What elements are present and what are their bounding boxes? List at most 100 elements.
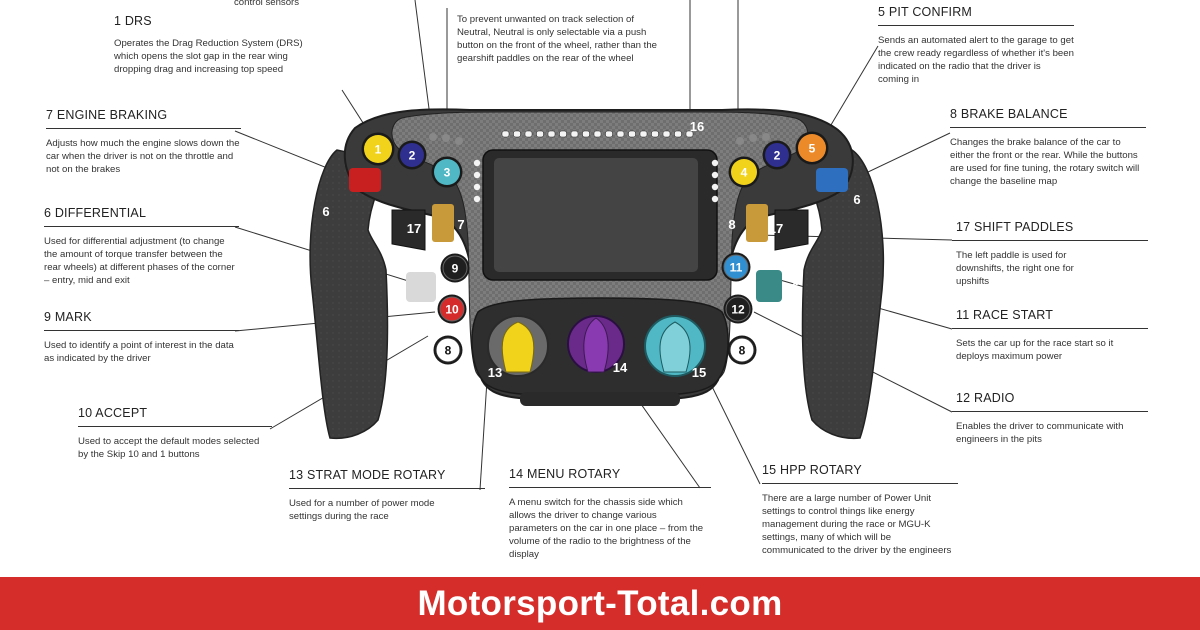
race-start-rotary[interactable] [756, 270, 782, 302]
led-light [570, 130, 579, 138]
engine-braking-desc: Adjusts how much the engine slows down t… [46, 138, 240, 175]
accept-button-label: 10 [445, 303, 459, 317]
button-4[interactable]: 4 [728, 156, 760, 188]
led-light [662, 130, 671, 138]
led-light [582, 130, 590, 138]
led-light [628, 130, 636, 138]
brake-balance-desc: Changes the brake balance of the car to … [950, 137, 1140, 187]
brake-balance-title: 8 BRAKE BALANCE [950, 107, 1068, 121]
rotary-8-label: 8 [728, 217, 735, 232]
annotation-engine-braking: 7 ENGINE BRAKING Adjusts how much the en… [46, 108, 241, 176]
hpp-rotary-rule [762, 483, 958, 484]
annotation-race-start: 11 RACE START Sets the car up for the ra… [952, 308, 1148, 363]
annotation-radio: 12 RADIO Enables the driver to communica… [952, 391, 1148, 446]
button-2-right[interactable]: 2 [762, 140, 792, 170]
button-4-label: 4 [741, 166, 748, 180]
menu-rotary[interactable] [567, 315, 625, 373]
strat-mode-desc: Used for a number of power mode settings… [289, 498, 435, 522]
brand-footer: Motorsport-Total.com [0, 577, 1200, 630]
differential-title: 6 DIFFERENTIAL [44, 206, 147, 220]
annotation-brake-balance: 8 BRAKE BALANCE Changes the brake balanc… [950, 107, 1146, 188]
strat-mode-title: 13 STRAT MODE ROTARY [289, 468, 446, 482]
diff-left-label: 6 [392, 276, 399, 291]
pit-confirm-button-label: 5 [809, 142, 816, 156]
rotary-15-label: 15 [692, 365, 706, 380]
annotation-strat-mode: 13 STRAT MODE ROTARY Used for a number o… [289, 468, 485, 523]
drs-title: 1 DRS [114, 14, 152, 28]
accept-button[interactable]: 10 [437, 294, 467, 324]
annotation-mark: 9 MARK Used to identify a point of inter… [44, 310, 239, 365]
differential-desc: Used for differential adjustment (to cha… [44, 236, 235, 286]
left-controls [349, 133, 463, 302]
drs-button-label: 1 [375, 143, 382, 157]
paddle-right-label: 17 [769, 221, 783, 236]
led-light [536, 130, 544, 138]
annotation-accept: 10 ACCEPT Used to accept the default mod… [78, 406, 272, 461]
annotation-hpp-rotary: 15 HPP ROTARY There are a large number o… [762, 463, 958, 557]
menu-rotary-title: 14 MENU ROTARY [509, 467, 621, 481]
side-led-left [473, 195, 481, 203]
brand-name[interactable]: Motorsport-Total.com [417, 583, 783, 623]
annotation-shift-paddles: 17 SHIFT PADDLES The left paddle is used… [952, 220, 1148, 288]
hpp-rotary-desc: There are a large number of Power Unit s… [762, 493, 952, 556]
led-light [524, 130, 533, 138]
race-start-rule [952, 328, 1148, 329]
button-3[interactable]: 3 [431, 156, 463, 188]
button-2-left[interactable]: 2 [397, 140, 427, 170]
pit-confirm-button[interactable]: 5 [795, 131, 829, 165]
shift-paddles-rule [952, 240, 1148, 241]
race-start-title: 11 RACE START [956, 308, 1054, 322]
display-screen [494, 158, 698, 272]
rotary-13-label: 13 [488, 365, 502, 380]
diff-right-label: 6 [853, 192, 860, 207]
sensors-fragment: control sensors [234, 0, 394, 9]
mark-button[interactable]: 9 [440, 253, 470, 283]
race-start-button-label: 11 [730, 261, 743, 275]
strat-mode-rule [289, 488, 485, 489]
brake-balance-rule [950, 127, 1146, 128]
left-grip [309, 149, 396, 440]
strat-mode-rotary[interactable] [487, 315, 549, 377]
drs-desc: Operates the Drag Reduction System (DRS)… [114, 38, 303, 75]
shift-paddles-title: 17 SHIFT PADDLES [956, 220, 1074, 234]
side-led-right [711, 183, 719, 191]
race-start-button[interactable]: 11 [721, 252, 751, 282]
drs-button[interactable]: 1 [361, 132, 395, 166]
side-led-left [473, 183, 481, 191]
radio-button-label: 12 [731, 303, 745, 317]
button-8-right[interactable]: 8 [727, 335, 757, 365]
mark-title: 9 MARK [44, 310, 92, 324]
left-shift-paddle[interactable] [391, 209, 426, 251]
led-light [616, 130, 625, 138]
radio-desc: Enables the driver to communicate with e… [956, 421, 1124, 445]
side-led-right [711, 195, 719, 203]
right-shift-paddle[interactable] [774, 209, 809, 251]
led-light [674, 130, 682, 138]
side-leds [473, 159, 719, 203]
led-light [639, 130, 648, 138]
led-light [685, 130, 694, 138]
rotary-7-label: 7 [457, 217, 464, 232]
led-light [593, 130, 602, 138]
engine-braking-rule [46, 128, 241, 129]
led-16-label: 16 [690, 119, 704, 134]
pit-confirm-desc: Sends an automated alert to the garage t… [878, 35, 1074, 85]
brake-balance-rotary-secondary[interactable] [746, 204, 768, 242]
pit-confirm-title: 5 PIT CONFIRM [878, 5, 973, 19]
diff-rotary-secondary-left[interactable] [406, 272, 436, 302]
button-2-left-label: 2 [409, 149, 416, 163]
grip-right-label: 6 [791, 280, 798, 295]
button-8-left[interactable]: 8 [433, 335, 463, 365]
engine-braking-rotary[interactable] [432, 204, 454, 242]
brake-balance-rotary[interactable] [816, 168, 848, 192]
button-2-right-label: 2 [774, 149, 781, 163]
radio-button[interactable]: 12 [723, 294, 753, 324]
annotation-drs: 1 DRS Operates the Drag Reduction System… [114, 14, 324, 76]
led-light [559, 130, 567, 138]
diff-rotary-left[interactable] [349, 168, 381, 192]
hpp-rotary[interactable] [644, 315, 706, 377]
rotary-14-label: 14 [613, 360, 628, 375]
side-led-right [711, 171, 719, 179]
radio-title: 12 RADIO [956, 391, 1015, 405]
